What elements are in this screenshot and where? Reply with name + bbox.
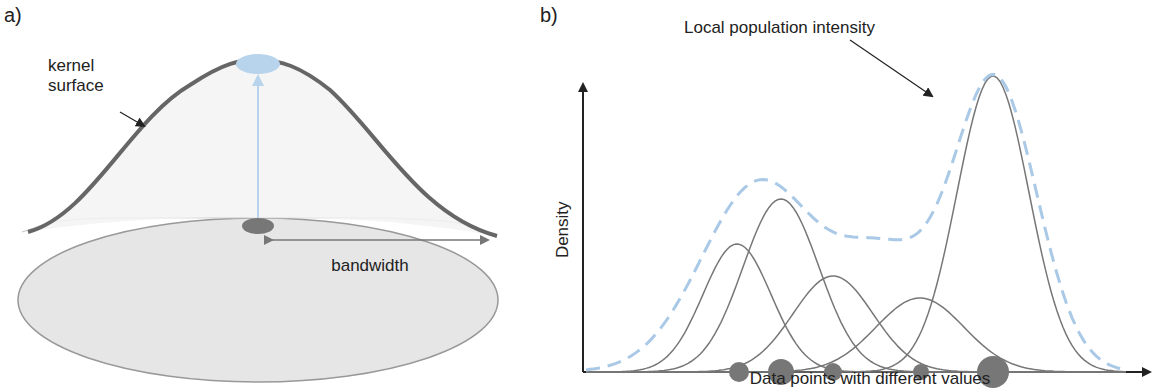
kernel-peak [236,54,280,74]
panel-letter: a) [4,4,22,27]
data-point [729,362,749,382]
intensity-curve [586,74,1126,370]
kernel-curve [586,76,1126,372]
callout-text: Local population intensity [684,18,875,38]
axis-title: Data points with different values [750,369,991,389]
callout-text: kernel surface [48,56,118,95]
leader-line [850,40,932,96]
bandwidth-arrow [272,239,488,241]
kernel-curve [586,199,1126,372]
leader-line [120,112,144,126]
axis-title: Density [552,202,572,259]
kernel-curve [586,244,1126,372]
height-arrow [257,76,259,218]
kernel-base [18,218,498,382]
y-axis [582,84,584,372]
data-point [242,218,274,234]
kernel-curve [586,298,1126,372]
kernel-curve [586,276,1126,372]
panel-letter: b) [540,4,558,27]
dimension-label: bandwidth [331,256,409,276]
